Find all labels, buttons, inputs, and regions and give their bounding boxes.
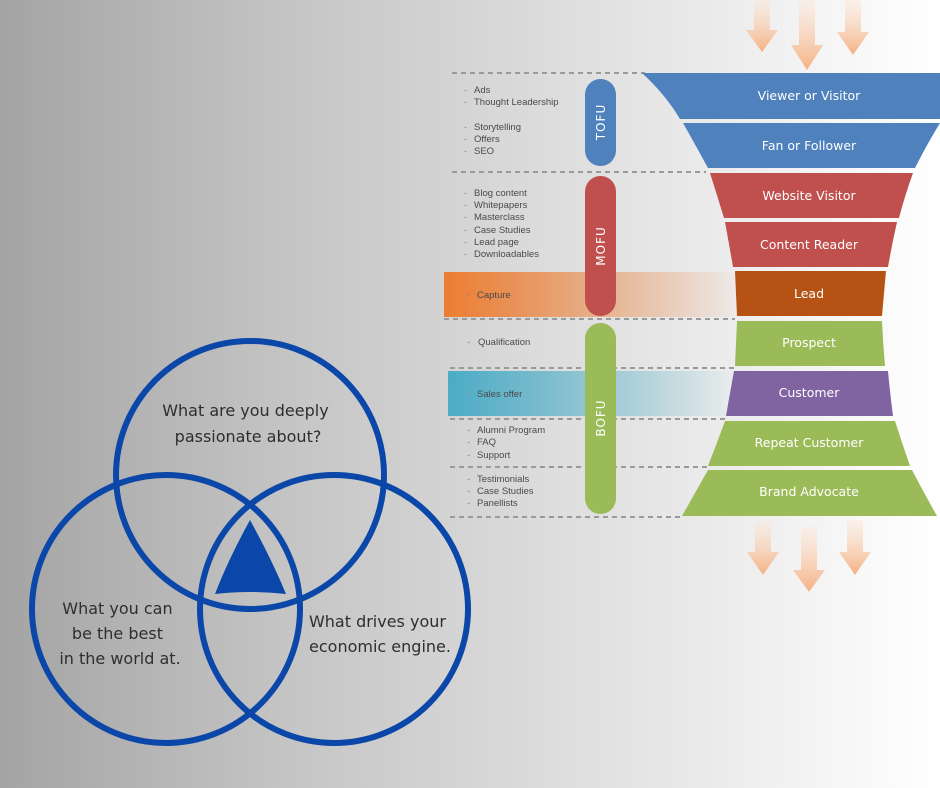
bullet: - [464,146,467,157]
venn-circle-left [29,472,303,746]
bullet: - [464,212,467,223]
phase-bar-tofu: TOFU [585,79,616,166]
funnel-stage-content-reader: Content Reader [725,222,897,267]
funnel-stage-website-visitor: Website Visitor [710,173,913,218]
content-item: Testimonials [477,474,530,485]
content-item: FAQ [477,437,496,448]
phase-label-tofu: TOFU [594,104,608,141]
bullet: - [467,389,470,400]
bullet: - [467,450,470,461]
funnel-stage-customer: Customer [726,371,893,416]
content-item: Ads [474,85,491,96]
venn-text-line: passionate about? [175,427,322,446]
bullet: - [467,437,470,448]
content-item: Whitepapers [474,200,528,211]
content-item: Panellists [477,498,518,509]
content-item: Storytelling [474,122,521,133]
bullet: - [467,498,470,509]
content-item: Case Studies [474,225,531,236]
venn-text-line: in the world at. [59,649,180,668]
content-item: SEO [474,146,494,157]
stage-label: Fan or Follower [762,138,857,153]
down-arrow-icon [791,0,823,70]
bullet: - [467,425,470,436]
bullet: - [464,134,467,145]
stage-label: Repeat Customer [755,435,865,450]
funnel-stage-prospect: Prospect [735,321,885,366]
bullet: - [464,200,467,211]
content-item: Lead page [474,237,519,248]
venn-circle-top [113,338,387,612]
venn-label-top: What are you deeply passionate about? [162,401,334,446]
down-arrow-icon [793,527,825,592]
content-item: Capture [477,290,511,301]
funnel-stage-brand-advocate: Brand Advocate [682,470,937,516]
bullet: - [467,474,470,485]
bullet: - [464,188,467,199]
bullet: - [464,85,467,96]
down-arrow-icon [837,0,869,55]
stage-label: Content Reader [760,237,859,252]
funnel-stage-repeat-customer: Repeat Customer [708,421,910,466]
bullet: - [464,122,467,133]
phase-label-mofu: MOFU [594,226,608,265]
content-item: Thought Leadership [474,97,559,108]
phase-bar-bofu: BOFU [585,323,616,514]
bullet: - [464,225,467,236]
output-arrows [747,520,871,592]
content-item: Blog content [474,188,527,199]
phase-bar-mofu: MOFU [585,176,616,316]
stage-label: Viewer or Visitor [758,88,862,103]
bullet: - [464,249,467,260]
venn-circle-right [197,472,471,746]
content-item: Qualification [478,337,530,348]
venn-text-line: be the best [72,624,163,643]
venn-text-line: economic engine. [309,637,451,656]
content-item: Masterclass [474,212,525,223]
venn-diagram: What are you deeply passionate about? Wh… [29,338,471,746]
stage-label: Prospect [782,335,836,350]
funnel-stage-fan-or-follower: Fan or Follower [683,123,940,168]
down-arrow-icon [839,520,871,575]
funnel-stage-lead: Lead [735,271,886,316]
content-item: Sales offer [477,389,522,400]
bullet: - [467,290,470,301]
venn-text-line: What are you deeply [162,401,328,420]
funnel-stage-viewer-or-visitor: Viewer or Visitor [642,73,940,119]
venn-text-line: What drives your [309,612,446,631]
venn-label-left: What you can be the best in the world at… [59,599,180,668]
stage-label: Website Visitor [762,188,856,203]
venn-label-right: What drives your economic engine. [309,612,451,656]
content-item: Offers [474,134,500,145]
content-item: Downloadables [474,249,539,260]
bullet: - [467,337,470,348]
phase-bars: TOFU MOFU BOFU [585,79,616,514]
stage-label: Customer [779,385,841,400]
phase-label-bofu: BOFU [594,399,608,436]
bullet: - [467,486,470,497]
down-arrow-icon [747,522,779,575]
content-item: Support [477,450,511,461]
content-item: Case Studies [477,486,534,497]
bullet: - [464,237,467,248]
stage-label: Brand Advocate [759,484,859,499]
venn-text-line: What you can [62,599,172,618]
stage-label: Lead [794,286,824,301]
content-item: Alumni Program [477,425,545,436]
venn-center-triangle [215,520,286,594]
content-items: - Ads - Thought Leadership - Storytellin… [464,85,559,509]
down-arrow-icon [746,0,778,52]
input-arrows [746,0,869,70]
funnel-stages: Viewer or Visitor Fan or Follower Websit… [642,73,940,516]
bullet: - [464,97,467,108]
